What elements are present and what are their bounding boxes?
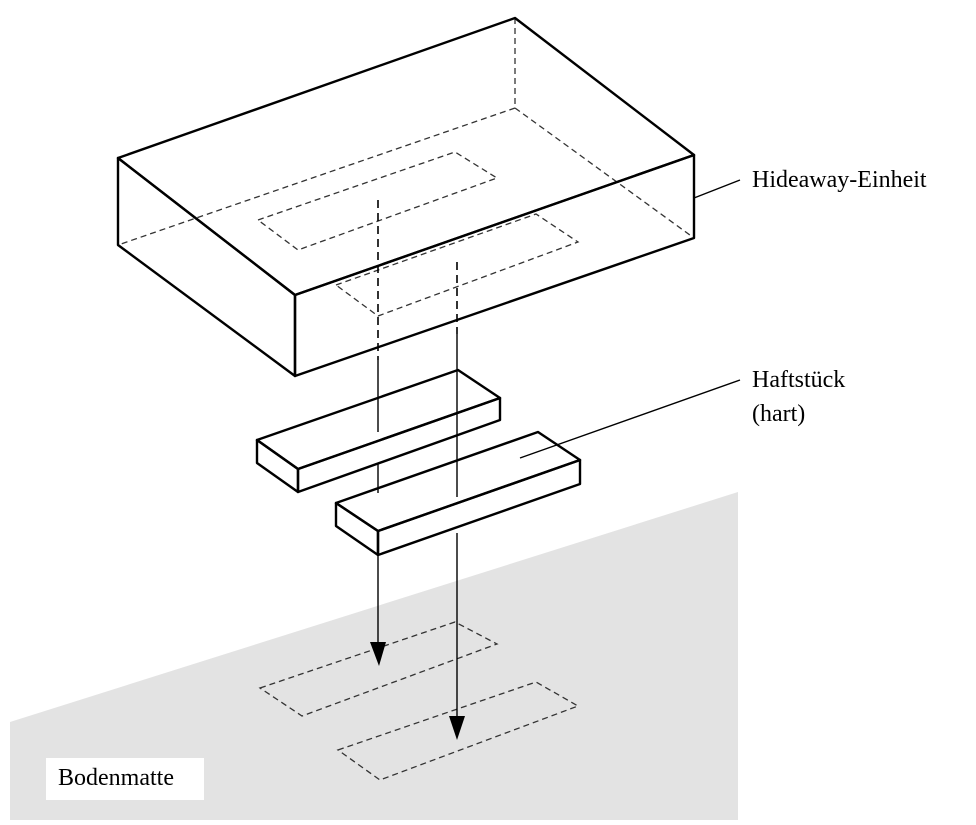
adhesive-pad-left	[255, 368, 502, 494]
leader-line-hideaway	[693, 179, 741, 199]
assembly-axis-left	[370, 200, 386, 666]
label-adhesive-pad-qualifier: (hart)	[752, 401, 806, 427]
label-hideaway-unit: Hideaway-Einheit	[752, 167, 927, 193]
floor-footprint-left	[258, 621, 499, 717]
arrow-head-right	[449, 716, 465, 740]
assembly-axis-right	[449, 262, 465, 740]
adhesive-pad-right	[334, 430, 582, 557]
label-floor-mat: Bodenmatte	[58, 765, 174, 791]
label-adhesive-pad: Haftstück	[752, 367, 846, 393]
floor-mat	[10, 492, 738, 820]
arrow-head-left	[370, 642, 386, 666]
leader-line-pad	[519, 379, 741, 459]
floor-mat-label-bg	[46, 758, 204, 800]
hideaway-unit-box	[116, 16, 696, 378]
